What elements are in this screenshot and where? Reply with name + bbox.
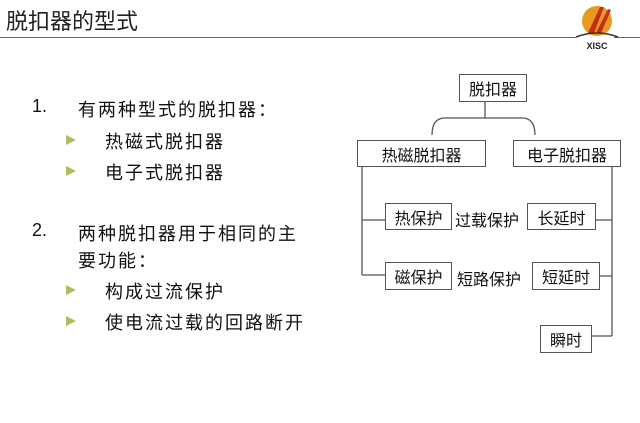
node-trip-unit: 脱扣器: [459, 74, 527, 102]
item-text-2-line1: 两种脱扣器用于相同的主: [78, 224, 298, 245]
item-text-2-line2: 要功能：: [78, 251, 158, 272]
bullet-arrow-icon: [66, 285, 76, 295]
title-divider: [0, 37, 576, 38]
node-thermal-magnetic: 热磁脱扣器: [357, 140, 486, 167]
node-instantaneous: 瞬时: [540, 325, 592, 353]
node-long-delay: 长延时: [527, 203, 596, 230]
title-divider-right: [614, 37, 640, 38]
bullet-arrow-icon: [66, 316, 76, 326]
bullet-thermal-magnetic: 热磁式脱扣器: [105, 132, 225, 153]
xisc-logo: XISC: [574, 1, 620, 53]
bullet-arrow-icon: [66, 166, 76, 176]
node-thermal-protection: 热保护: [385, 203, 452, 230]
label-overload-protection: 过载保护: [455, 211, 520, 230]
item-text-1: 有两种型式的脱扣器：: [78, 100, 278, 121]
bullet-overcurrent: 构成过流保护: [105, 282, 225, 303]
logo-text: XISC: [586, 41, 608, 51]
bullet-electronic: 电子式脱扣器: [105, 163, 225, 184]
item-number-1: 1.: [32, 96, 48, 116]
node-magnetic-protection: 磁保护: [385, 262, 452, 290]
node-electronic: 电子脱扣器: [513, 140, 621, 167]
node-short-delay: 短延时: [532, 262, 600, 290]
item-number-2: 2.: [32, 220, 48, 240]
slide-title: 脱扣器的型式: [6, 10, 139, 35]
label-short-circuit-protection: 短路保护: [457, 270, 522, 289]
bullet-disconnect: 使电流过载的回路断开: [105, 313, 305, 334]
bullet-arrow-icon: [66, 135, 76, 145]
